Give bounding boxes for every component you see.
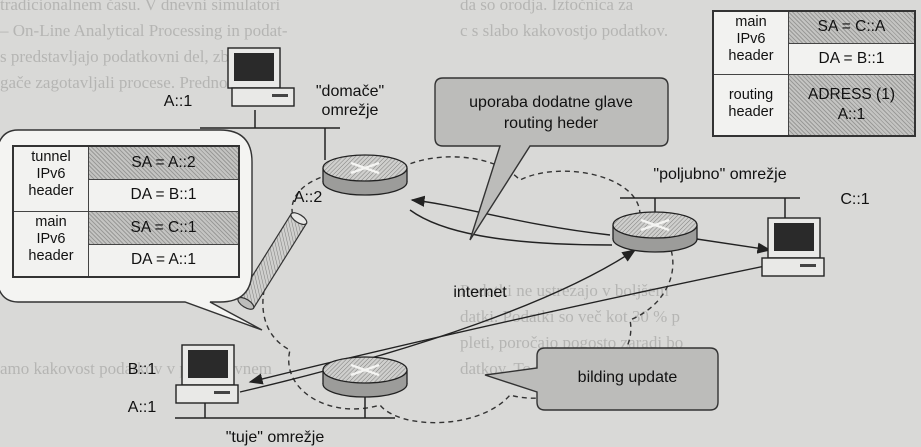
main-da-field: DA = A::1 — [130, 251, 197, 269]
routing-sa-field: SA = C::A — [789, 12, 914, 44]
background-text-line: c s slabo kakovostjo podatkov. — [460, 21, 669, 40]
routing-main-header-row: main IPv6 header SA = C::A DA = B::1 — [714, 12, 914, 75]
routing-address-field: ADRESS (1) A::1 — [788, 75, 914, 135]
callout-binding-update — [484, 347, 719, 411]
arrow-c1-to-a2 — [409, 209, 613, 246]
tunnel-header-label: tunnel IPv6 header — [28, 149, 74, 199]
label-host-c1: C::1 — [840, 191, 870, 208]
router-a2-icon — [322, 154, 408, 196]
background-text-line: – On-Line Analytical Processing in podat… — [0, 21, 288, 40]
background-text-line: tradicionalnem času. V dnevni simulatori — [0, 0, 281, 14]
routing-header-row: routing header ADRESS (1) A::1 — [714, 75, 914, 135]
callout-binding-update-text: bilding update — [577, 369, 678, 386]
label-poljubno-network: "poljubno" omrežje — [653, 166, 787, 183]
label-host-a1-top: A::1 — [163, 93, 193, 110]
label-tuje-network: "tuje" omrežje — [225, 429, 325, 446]
main-sa-field: SA = C::1 — [89, 212, 238, 245]
routing-header-label: routing header — [728, 87, 774, 120]
background-text-left: tradicionalnem času. V dnevni simulatori… — [0, 0, 450, 382]
background-text-line: da so orodja. Iztočnica za — [460, 0, 634, 14]
routing-main-header-label: main IPv6 header — [728, 14, 774, 64]
internet-cloud — [262, 156, 674, 424]
callout-routing-header-text: uporaba dodatne glave routing heder — [469, 94, 633, 132]
main-ipv6-header-row: main IPv6 header SA = C::1 DA = A::1 — [14, 212, 238, 276]
arrow-cloud-to-a2 — [410, 195, 611, 236]
arrow-router-to-c1 — [689, 237, 772, 254]
callout-routing-header — [434, 77, 669, 241]
router-poljubno-icon — [612, 211, 698, 253]
background-text-line: pleti, poročajo pogosto zaradi bo — [460, 333, 684, 352]
router-tuje-icon — [322, 356, 408, 398]
computer-b1-icon — [175, 344, 239, 404]
tunnel-pipe — [237, 212, 308, 310]
routing-packet-table: main IPv6 header SA = C::A DA = B::1 rou… — [712, 10, 916, 137]
tunnel-da-field: DA = B::1 — [130, 186, 197, 204]
label-host-a1-bottom: A::1 — [127, 399, 157, 416]
label-domace-network: "domače" omrežje — [315, 83, 385, 119]
tunnel-sa-field: SA = A::2 — [89, 147, 238, 180]
arrow-b1-to-router — [239, 249, 637, 393]
main-header-label: main IPv6 header — [28, 214, 74, 264]
computer-a1-top-icon — [227, 47, 295, 107]
label-router-a2: A::2 — [293, 189, 323, 206]
routing-da-field: DA = B::1 — [818, 49, 885, 67]
tunnel-packet-table: tunnel IPv6 header SA = A::2 DA = B::1 m… — [12, 145, 240, 278]
background-text-line: datki. Podatki so več kot 30 % p — [460, 307, 681, 326]
background-text-line: Podatki ne ustrezajo v boljšem — [460, 281, 669, 300]
background-text-line: s predstavljajo podatkovni del, zbrane — [0, 47, 259, 66]
computer-c1-icon — [761, 217, 825, 277]
arrow-c1-to-b1 — [248, 264, 771, 385]
label-host-b1: B::1 — [127, 361, 157, 378]
label-internet: internet — [453, 284, 507, 301]
tunnel-ipv6-header-row: tunnel IPv6 header SA = A::2 DA = B::1 — [14, 147, 238, 212]
background-text-line: gače zagotavljali procese. Prednost — [0, 73, 239, 92]
